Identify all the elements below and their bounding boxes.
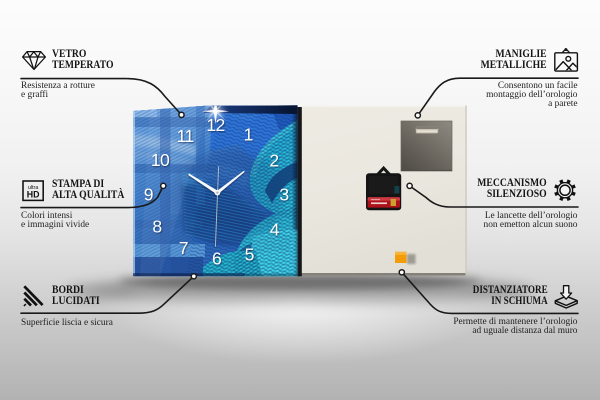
svg-text:3: 3	[279, 185, 289, 205]
svg-text:7: 7	[179, 238, 188, 258]
svg-text:4: 4	[270, 219, 280, 239]
svg-text:12: 12	[206, 115, 224, 135]
svg-text:5: 5	[245, 244, 255, 264]
svg-text:1: 1	[244, 124, 253, 144]
svg-text:8: 8	[152, 217, 162, 237]
svg-text:11: 11	[177, 126, 194, 146]
svg-text:9: 9	[144, 185, 153, 205]
svg-text:10: 10	[151, 150, 170, 170]
svg-text:6: 6	[212, 249, 222, 269]
svg-text:2: 2	[269, 151, 278, 171]
svg-text:HD: HD	[27, 190, 40, 200]
svg-text:ultra: ultra	[28, 185, 39, 191]
